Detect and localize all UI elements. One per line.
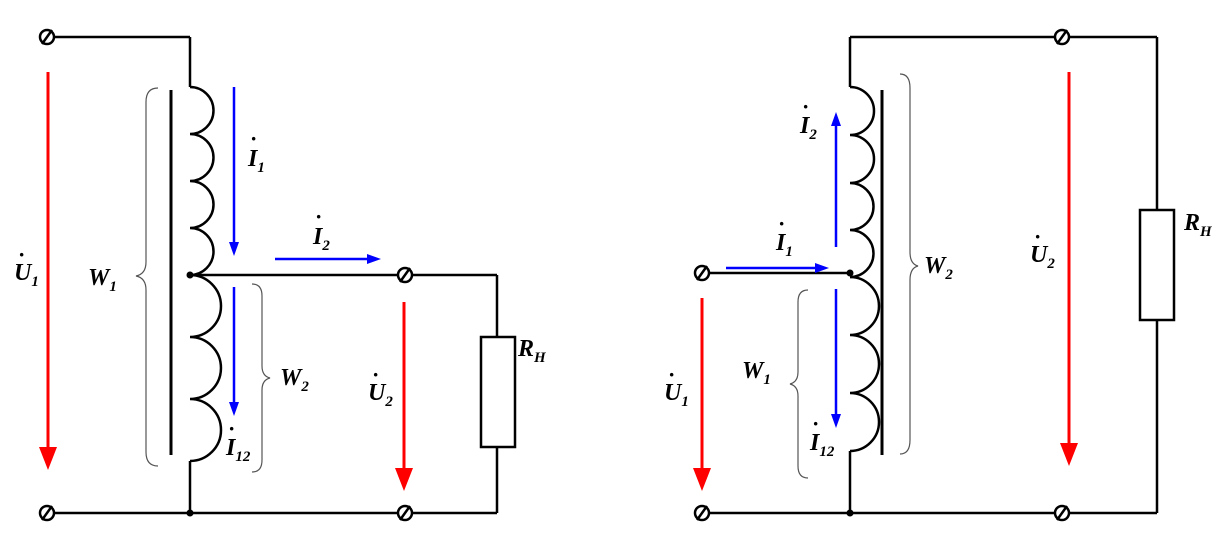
left-label-w1: W1 [88,265,117,295]
right-bottom-node [846,509,854,517]
right-i1-dot: · [778,211,785,236]
right-label-i1: I1 [775,230,793,260]
right-i12-dot: · [812,411,819,436]
right-coil-upper [849,85,876,279]
right-labels: I2 · I1 · W2 W1 U1 · I12 · U2 · RH [664,94,1213,460]
right-label-i12: I12 [809,430,835,460]
left-i12-dot: · [228,416,235,441]
right-terminals [693,28,1071,522]
right-i1-arrowhead [815,263,829,273]
left-labels: U1 · W1 I1 · I2 · W2 I12 · U2 · RH [14,126,547,465]
right-label-u1: U1 [664,380,689,410]
right-w2-brace [899,73,919,455]
left-tap-node [186,271,194,279]
right-u1-dot: · [668,362,675,387]
left-i1-arrowhead [229,242,239,256]
left-label-rh: RH [517,336,547,366]
left-current-arrows [229,87,381,416]
right-label-w1: W1 [742,358,771,388]
left-coil-upper [189,85,215,277]
left-load-resistor [479,335,517,449]
left-u1-arrowhead [39,447,57,470]
right-i12-arrowhead [831,414,841,428]
left-label-u1: U1 [14,260,39,290]
right-label-rh: RH [1183,210,1213,240]
right-tap-node [846,269,854,277]
left-label-i12: I12 [225,435,251,465]
left-i12-arrowhead [229,402,239,416]
right-u2-arrowhead [1060,443,1078,466]
left-w2-brace [251,283,271,473]
right-label-u2: U2 [1030,242,1055,272]
left-u2-arrowhead [395,468,413,491]
right-circuit [710,35,1176,515]
right-voltage-arrows [693,72,1078,491]
left-u1-dot: · [18,242,25,267]
left-label-w2: W2 [280,365,309,395]
right-coil-lower [849,275,881,453]
left-coil-lower [189,273,223,463]
right-current-arrows [726,112,841,428]
left-circuit [55,35,517,515]
right-i2-arrowhead [831,112,841,126]
left-label-i1: I1 [247,146,265,176]
left-w1-brace [135,87,159,467]
left-label-i2: I2 [312,224,330,254]
right-label-w2: W2 [924,253,953,283]
right-label-i2: I2 [799,113,817,143]
right-i2-dot: · [802,94,809,119]
right-u1-arrowhead [693,468,711,491]
left-i2-arrowhead [367,254,381,264]
left-voltage-arrows [39,72,413,491]
right-load-resistor [1138,208,1176,322]
left-i1-dot: · [250,126,257,151]
left-i2-dot: · [315,204,322,229]
right-w1-brace [789,289,809,479]
left-u2-dot: · [372,362,379,387]
left-bottom-node [186,509,194,517]
left-label-u2: U2 [368,380,393,410]
left-terminals [38,28,414,522]
right-u2-dot: · [1034,224,1041,249]
